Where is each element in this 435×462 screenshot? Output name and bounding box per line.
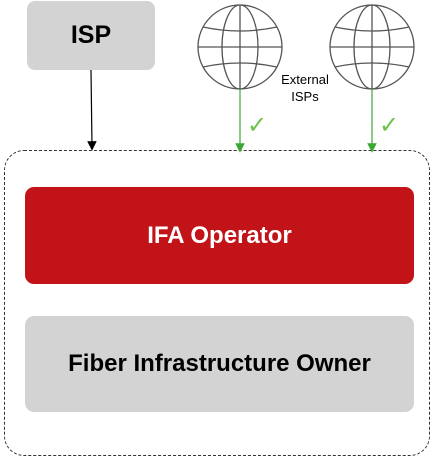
check-icon: ✓ [247, 111, 267, 139]
ifa-container-frame [4, 150, 430, 456]
check-icon: ✓ [379, 111, 399, 139]
globe-icon [329, 4, 415, 90]
external-isps-label-line2: ISPs [291, 89, 319, 104]
isp-arrow [87, 69, 97, 151]
ifa-operator-label: IFA Operator [147, 221, 292, 249]
isp-label: ISP [70, 21, 112, 49]
globe-icon [197, 4, 283, 90]
fiber-owner-box: Fiber Infrastructure Owner [25, 316, 414, 412]
external-isps-label: External ISPs [268, 71, 342, 105]
isp-box: ISP [27, 1, 155, 70]
ifa-operator-box: IFA Operator [25, 187, 414, 284]
external-isps-label-line1: External [281, 72, 329, 87]
fiber-owner-label: Fiber Infrastructure Owner [68, 350, 371, 377]
